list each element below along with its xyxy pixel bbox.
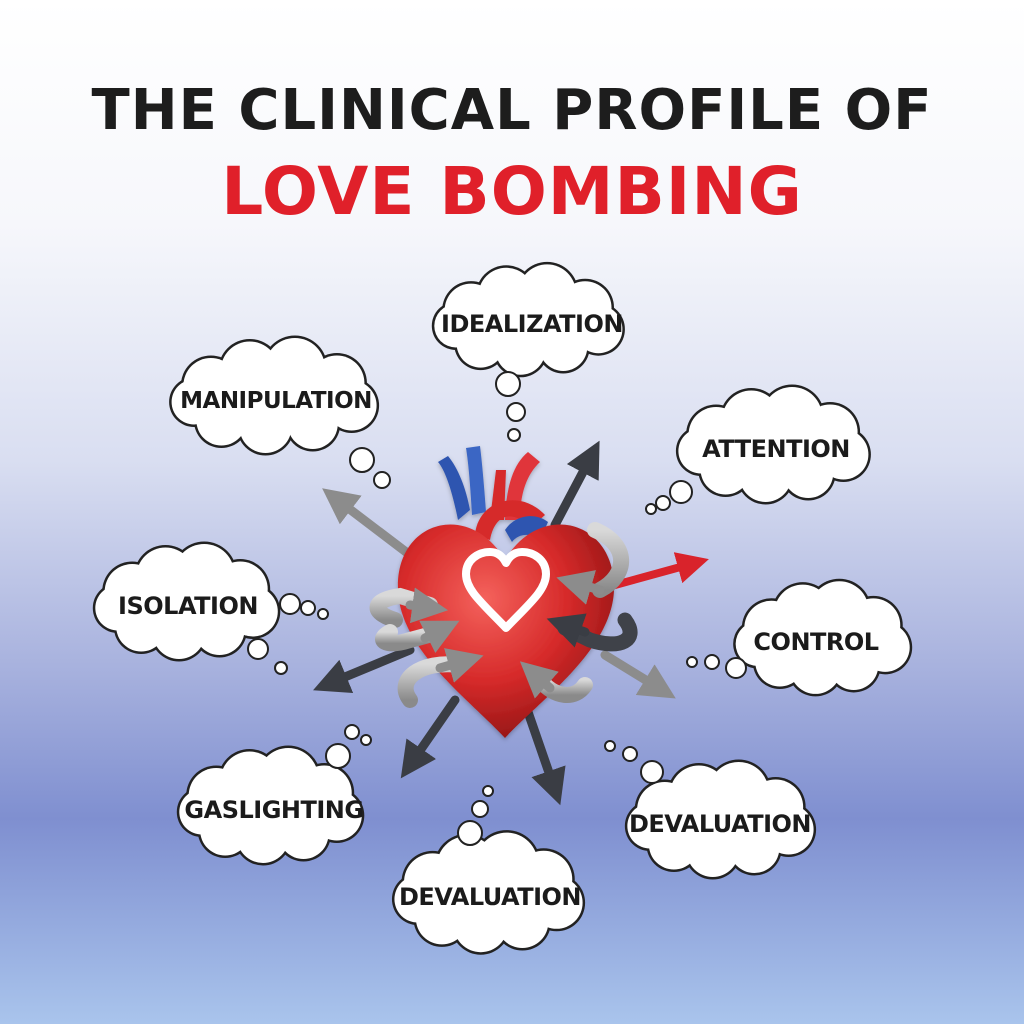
arrow-down-right xyxy=(523,707,566,806)
bubble-label-isolation: ISOLATION xyxy=(118,592,258,620)
bubble-label-manipulation: MANIPULATION xyxy=(180,388,372,414)
thought-bubble-devaluation-right xyxy=(604,740,817,880)
bubble-label-idealization: IDEALIZATION xyxy=(441,310,623,338)
arrow-left-down xyxy=(313,645,415,694)
title-line-2: LOVE BOMBING xyxy=(221,153,803,230)
arrow-right-red xyxy=(611,552,709,589)
thought-bubble-gaslighting xyxy=(176,724,372,866)
bubble-label-devaluation-right: DEVALUATION xyxy=(628,810,812,838)
thought-bubble-attention xyxy=(645,384,871,515)
thought-bubble-control xyxy=(686,578,913,697)
thought-bubble-devaluation-bottom xyxy=(391,785,586,955)
arrow-right-down xyxy=(600,650,676,699)
radiating-arrows xyxy=(313,440,709,806)
bubble-label-devaluation-bottom: DEVALUATION xyxy=(398,883,582,911)
title-line-1: THE CLINICAL PROFILE OF xyxy=(91,78,933,143)
bubble-label-control: CONTROL xyxy=(753,628,879,656)
arrow-up-left xyxy=(322,488,415,560)
inward-curved-arrows xyxy=(369,522,638,708)
thought-bubble-manipulation xyxy=(169,335,391,489)
bubble-label-gaslighting: GASLIGHTING xyxy=(184,796,364,824)
bubble-label-attention: ATTENTION xyxy=(702,435,850,463)
thought-bubble-isolation xyxy=(92,541,329,675)
thought-bubble-idealization xyxy=(431,261,625,442)
heart-outline-icon xyxy=(462,548,550,632)
arrow-up-right xyxy=(550,440,600,530)
arrow-down-left xyxy=(400,695,460,779)
